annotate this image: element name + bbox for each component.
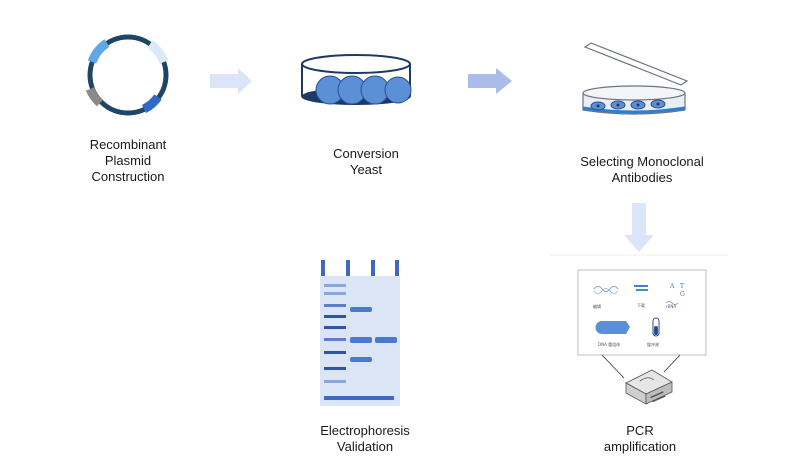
step-label-plasmid: Recombinant Plasmid Construction xyxy=(89,137,167,184)
pcr-label: DNA 重组体 xyxy=(598,341,620,347)
step-label-yeast: Conversion Yeast xyxy=(333,146,399,177)
pcr-label: 缓冲液 xyxy=(647,341,659,347)
pcr-label: 下载 xyxy=(637,302,645,308)
svg-text:T: T xyxy=(680,283,684,290)
step-label-pcr: PCR amplification xyxy=(603,423,677,454)
svg-text:G: G xyxy=(680,291,685,298)
svg-text:A: A xyxy=(669,283,675,290)
pcr-label: 编辑 xyxy=(593,303,601,309)
step-label-antibodies: Selecting Monoclonal Antibodies xyxy=(580,154,704,185)
step-label-electrophoresis: Electrophoresis Validation xyxy=(320,423,410,454)
pcr-label: rRNA xyxy=(666,304,676,309)
